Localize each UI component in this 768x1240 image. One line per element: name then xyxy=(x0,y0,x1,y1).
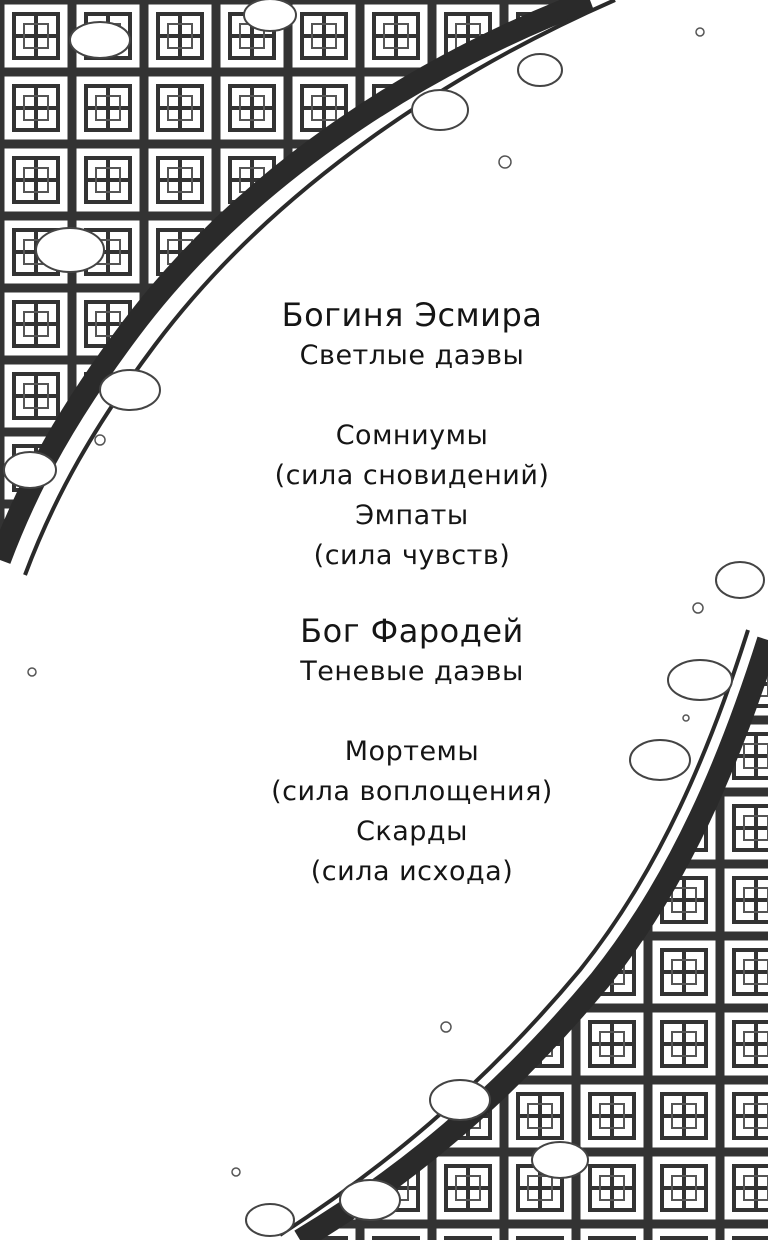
type-power: (сила чувств) xyxy=(313,540,511,571)
bottom-right-lattice xyxy=(300,640,768,1240)
bubbles xyxy=(27,27,705,1177)
god-race: Теневые даэвы xyxy=(300,656,524,687)
magnolia-flowers xyxy=(3,0,765,1237)
top-left-lattice xyxy=(0,0,590,560)
goddess-race: Светлые даэвы xyxy=(299,340,525,371)
type-power: (сила сновидений) xyxy=(274,460,550,491)
type-name: Сомниумы xyxy=(335,420,489,451)
type-power: (сила исхода) xyxy=(310,856,514,887)
type-name: Скарды xyxy=(356,816,468,847)
type-name: Мортемы xyxy=(344,736,480,767)
bottom-right-frame xyxy=(294,636,768,1240)
type-name: Эмпаты xyxy=(355,500,469,531)
god-name: Бог Фародей xyxy=(300,612,524,650)
type-power: (сила воплощения) xyxy=(271,776,553,807)
goddess-name: Богиня Эсмира xyxy=(281,296,543,334)
